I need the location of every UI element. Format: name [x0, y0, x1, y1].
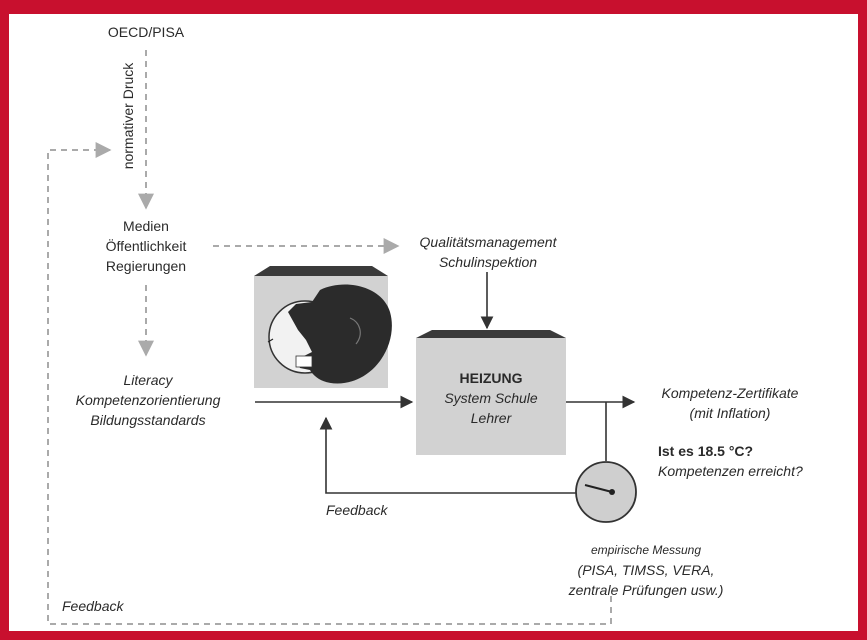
literacy-line: Literacy	[123, 372, 173, 388]
frage-node: Ist es 18.5 °C? Kompetenzen erreicht?	[658, 441, 848, 481]
normativer-druck-label: normativer Druck	[120, 62, 136, 170]
gauge-icon	[575, 461, 637, 523]
medien-node: Medien Öffentlichkeit Regierungen	[86, 216, 206, 276]
oeffentlichkeit-line: Öffentlichkeit	[105, 238, 187, 254]
messung-node: empirische Messung (PISA, TIMSS, VERA, z…	[546, 540, 746, 600]
oecd-pisa-label: OECD/PISA	[107, 24, 185, 40]
messung-title: empirische Messung	[590, 543, 702, 557]
qualitaet-node: Qualitätsmanagement Schulinspektion	[398, 232, 578, 272]
heizung-box	[416, 330, 566, 455]
zertifikate-line: Kompetenz-Zertifikate	[661, 385, 799, 401]
feedback-outer-label: Feedback	[62, 598, 124, 614]
messung-line-2: zentrale Prüfungen usw.)	[568, 582, 724, 598]
feedback-inner-label: Feedback	[326, 502, 388, 518]
regierungen-line: Regierungen	[105, 258, 187, 274]
zertifikate-node: Kompetenz-Zertifikate (mit Inflation)	[640, 383, 820, 423]
literacy-node: Literacy Kompetenzorientierung Bildungss…	[58, 370, 238, 430]
qualitaetsmanagement-line: Qualitätsmanagement	[419, 234, 557, 250]
bildungsstandards-line: Bildungsstandards	[90, 412, 206, 428]
lehrer-line: Lehrer	[470, 410, 512, 426]
heizung-label: HEIZUNG System Schule Lehrer	[416, 368, 566, 428]
schulinspektion-line: Schulinspektion	[438, 254, 538, 270]
inflation-line: (mit Inflation)	[689, 405, 771, 421]
messung-line-1: (PISA, TIMSS, VERA,	[577, 562, 715, 578]
hand-turning-knob-icon	[254, 266, 392, 388]
frage-bold: Ist es 18.5 °C?	[658, 443, 754, 459]
medien-line: Medien	[123, 218, 169, 234]
kompetenzorientierung-line: Kompetenzorientierung	[75, 392, 221, 408]
inner-feedback-loop	[319, 416, 577, 494]
system-schule-line: System Schule	[444, 390, 538, 406]
heizung-title: HEIZUNG	[459, 370, 523, 386]
frage-sub: Kompetenzen erreicht?	[658, 463, 803, 479]
